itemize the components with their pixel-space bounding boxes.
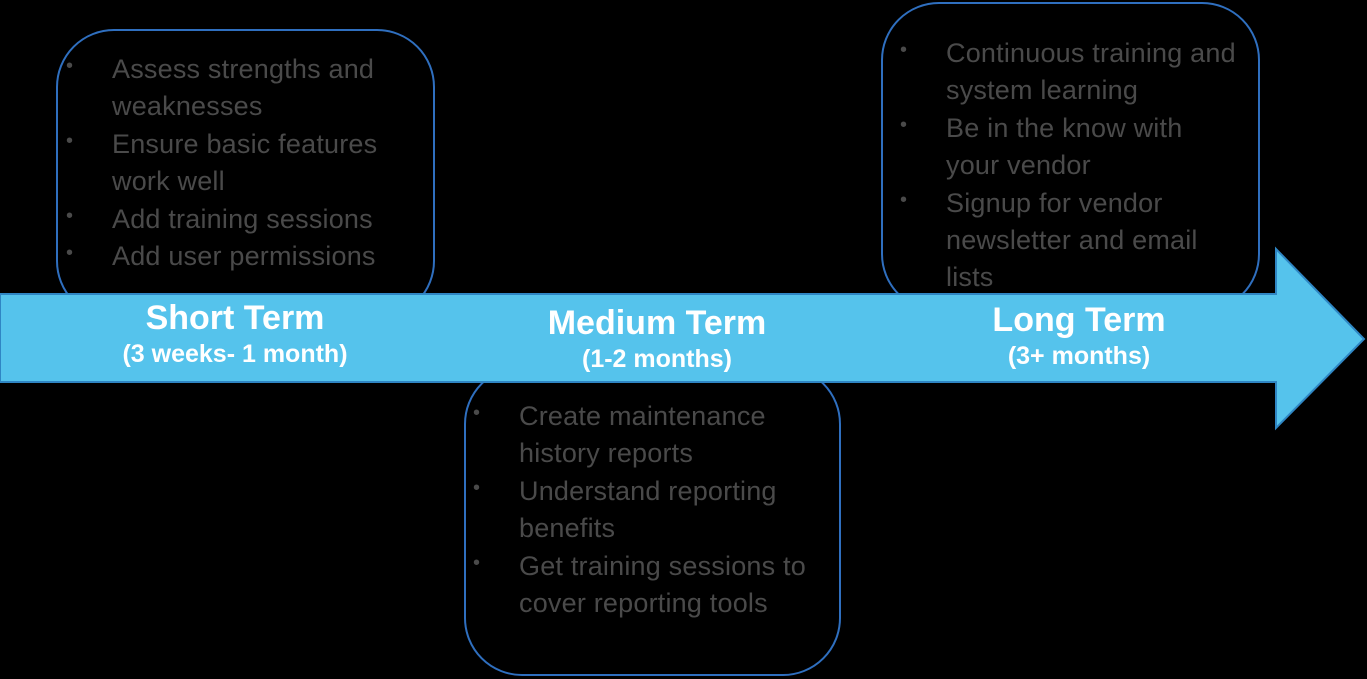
phase-duration: (3 weeks- 1 month) xyxy=(122,340,348,368)
short-term-list: Assess strengths and weaknesses Ensure b… xyxy=(66,48,438,275)
medium-term-list: Create maintenance history reports Under… xyxy=(473,395,838,623)
short-term-label: Short Term (3 weeks- 1 month) xyxy=(80,298,390,370)
list-item: Add user permissions xyxy=(66,235,438,275)
medium-term-label: Medium Term (1-2 months) xyxy=(502,303,812,375)
list-item: Signup for vendor newsletter and email l… xyxy=(900,182,1240,297)
long-term-list: Continuous training and system learning … xyxy=(900,32,1240,297)
list-item: Create maintenance history reports xyxy=(473,395,838,473)
list-item: Get training sessions to cover reporting… xyxy=(473,545,838,623)
list-item: Ensure basic features work well xyxy=(66,123,438,201)
list-item: Understand reporting benefits xyxy=(473,470,838,548)
long-term-label: Long Term (3+ months) xyxy=(924,300,1234,372)
list-item: Be in the know with your vendor xyxy=(900,107,1240,185)
arrow-shape xyxy=(0,246,1366,431)
phase-title: Long Term xyxy=(992,301,1166,339)
list-item: Continuous training and system learning xyxy=(900,32,1240,110)
list-item: Add training sessions xyxy=(66,198,438,238)
list-item: Assess strengths and weaknesses xyxy=(66,48,438,126)
phase-duration: (3+ months) xyxy=(1007,342,1151,370)
phase-title: Short Term xyxy=(145,299,325,337)
phase-title: Medium Term xyxy=(547,304,767,342)
phase-duration: (1-2 months) xyxy=(582,345,732,373)
